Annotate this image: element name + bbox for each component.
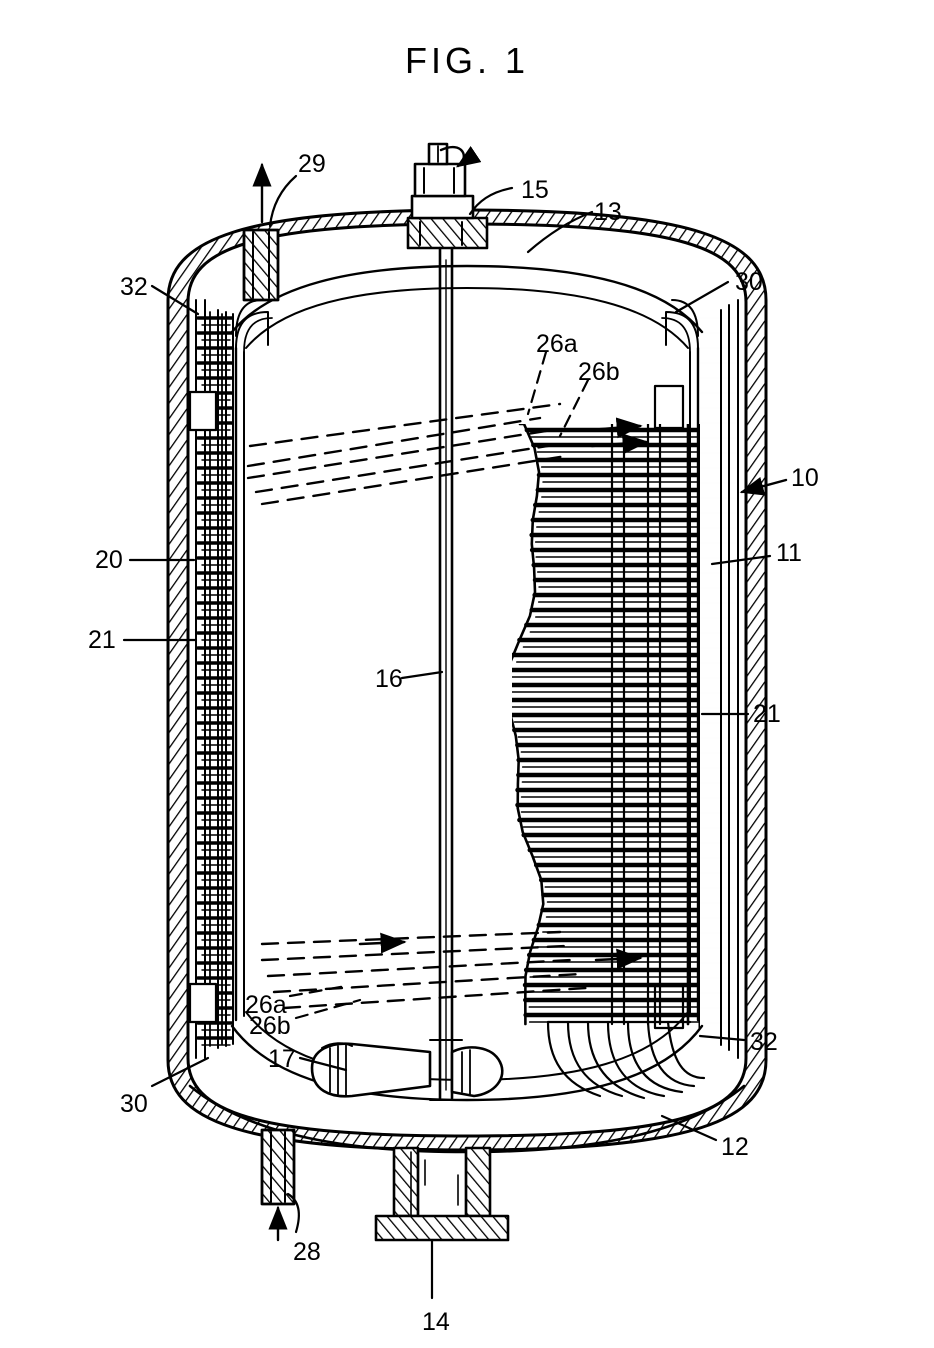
reference-numeral-32: 32 [120,273,148,301]
reference-numeral-26b: 26b [249,1012,291,1040]
reference-numeral-14: 14 [422,1308,450,1336]
reference-numeral-29: 29 [298,150,326,178]
reference-numeral-26a: 26a [245,991,287,1019]
reference-numeral-26a: 26a [536,330,578,358]
reference-numeral-20: 20 [95,546,123,574]
reference-numeral-13: 13 [594,198,622,226]
reference-numeral-16: 16 [375,665,403,693]
reference-numeral-28: 28 [293,1238,321,1266]
reference-numeral-30: 30 [120,1090,148,1118]
reference-numeral-15: 15 [521,176,549,204]
reference-numeral-21: 21 [753,700,781,728]
reference-numeral-26b: 26b [578,358,620,386]
reference-numeral-11: 11 [776,539,802,567]
reference-numeral-30: 30 [735,268,763,296]
reference-numeral-17: 17 [268,1045,296,1073]
reference-numeral-10: 10 [791,464,819,492]
reference-numeral-21: 21 [88,626,116,654]
figure-title: FIG. 1 [404,40,530,81]
reference-numeral-32: 32 [750,1028,778,1056]
reference-numeral-12: 12 [721,1133,749,1161]
